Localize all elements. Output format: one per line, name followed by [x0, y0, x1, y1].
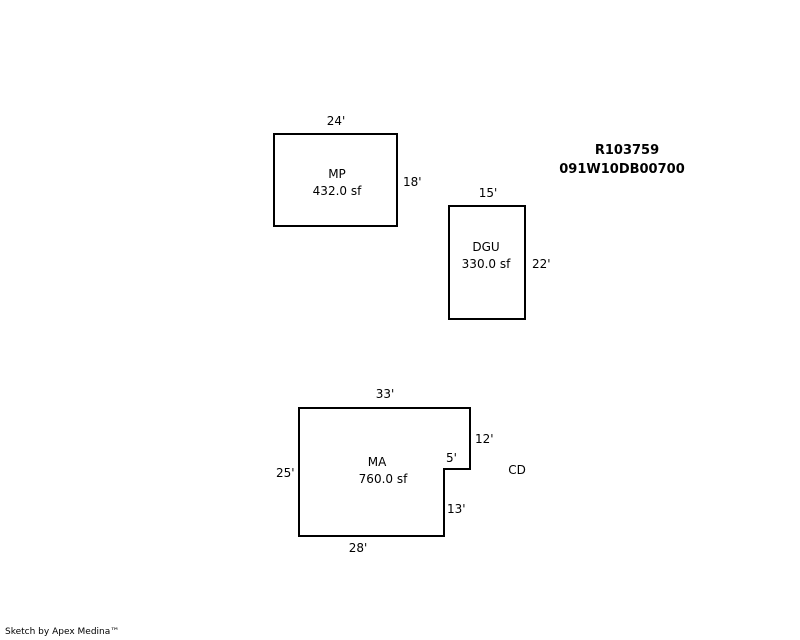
mp-width-label: 24' [327, 114, 346, 128]
account-number: R103759 [595, 143, 659, 158]
sketch-credit: Sketch by Apex Medina™ [5, 627, 120, 637]
map-tax-lot: 091W10DB00700 [559, 162, 685, 177]
ma-code: MA [368, 455, 387, 469]
ma-notch-label: 5' [446, 451, 457, 465]
dgu-area: 330.0 sf [462, 257, 511, 271]
cd-label: CD [508, 463, 526, 477]
dgu-depth-label: 22' [532, 257, 551, 271]
mp-outline [273, 133, 398, 227]
ma-right-upper-label: 12' [475, 432, 494, 446]
ma-outline [298, 407, 471, 537]
ma-top-label: 33' [376, 387, 395, 401]
ma-area: 760.0 sf [359, 472, 408, 486]
dgu-code: DGU [472, 240, 499, 254]
mp-code: MP [328, 167, 346, 181]
ma-right-lower-label: 13' [447, 502, 466, 516]
dgu-width-label: 15' [479, 186, 498, 200]
dgu-outline [448, 205, 526, 320]
area-dgu: 15' 22' DGU 330.0 sf [448, 186, 551, 320]
ma-left-label: 25' [276, 466, 295, 480]
area-mp: 24' 18' MP 432.0 sf [273, 114, 422, 227]
area-ma: 33' 25' 28' 12' 5' 13' MA 760.0 sf [276, 387, 494, 555]
mp-depth-label: 18' [403, 175, 422, 189]
mp-area: 432.0 sf [313, 184, 362, 198]
ma-bottom-label: 28' [349, 541, 368, 555]
